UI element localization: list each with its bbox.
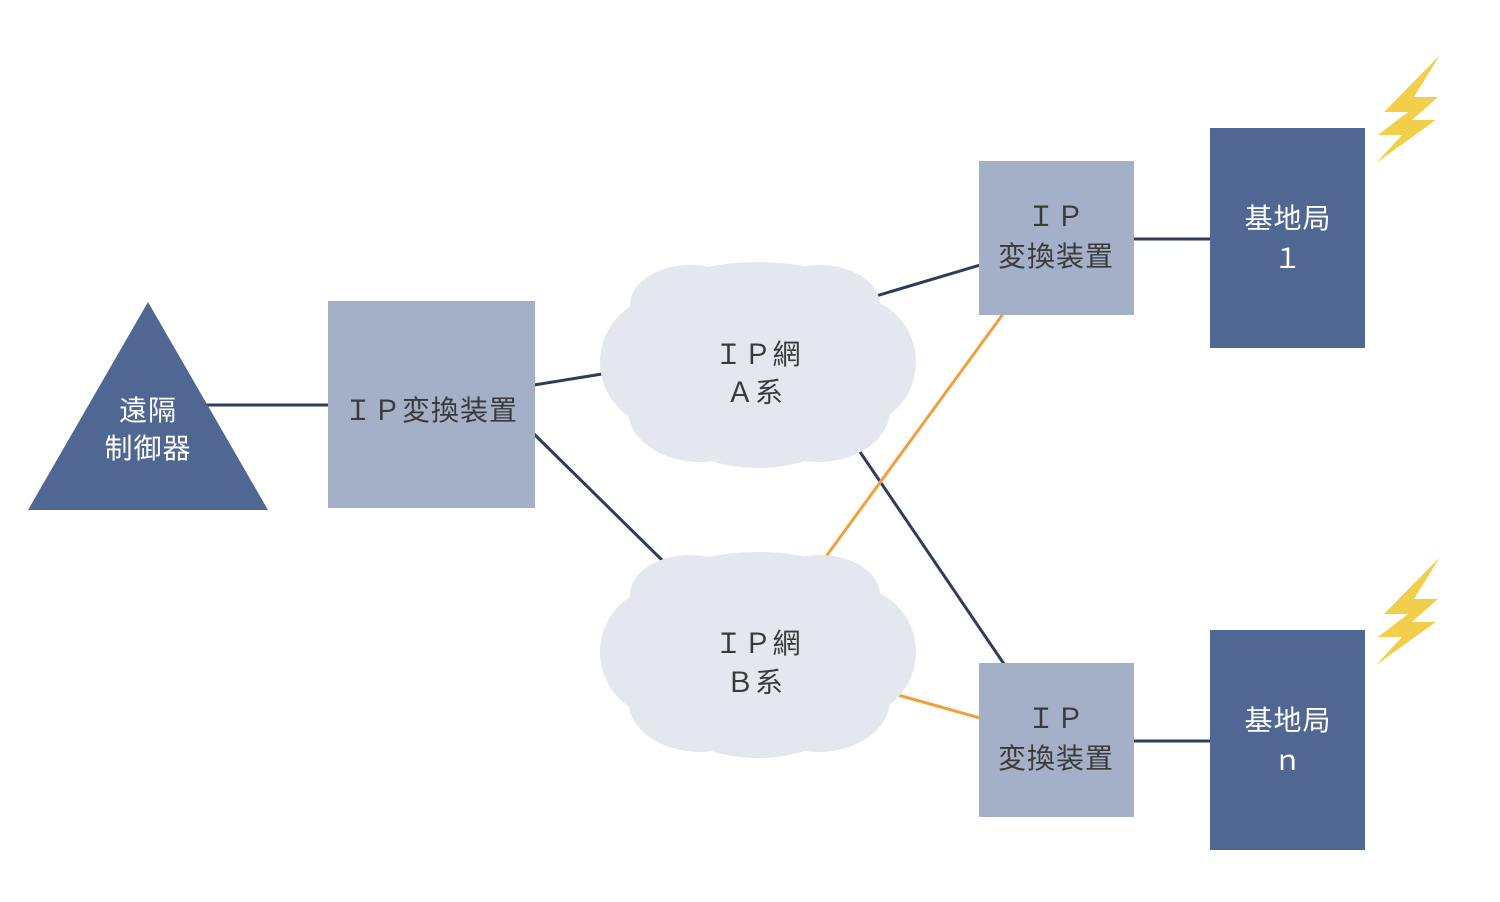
triangle-shape xyxy=(28,302,268,510)
base-station-n-label-line2: ｎ xyxy=(1273,744,1302,777)
link-converter-to-network-a xyxy=(533,372,603,387)
base-station-n-label-line1: 基地局 xyxy=(1244,704,1331,737)
link-network-b-to-converter-n xyxy=(897,693,981,720)
ip-converter-1-label-line2: 変換装置 xyxy=(998,240,1114,273)
base-station-1-box xyxy=(1210,128,1365,348)
ip-converter-n-label-line1: ＩＰ xyxy=(1027,702,1085,735)
ip-converter-main: ＩＰ変換装置 xyxy=(328,301,535,508)
base-station-n: 基地局 ｎ xyxy=(1210,630,1365,850)
ip-converter-1: ＩＰ 変換装置 xyxy=(979,161,1134,315)
link-network-b-to-converter-1 xyxy=(820,313,1005,563)
ip-converter-1-label-line1: ＩＰ xyxy=(1027,200,1085,233)
ip-network-a-label-line1: ＩＰ網 xyxy=(714,338,801,371)
link-converter-to-network-b xyxy=(532,432,670,568)
link-network-a-to-converter-1 xyxy=(875,263,981,298)
base-station-1-label-line1: 基地局 xyxy=(1244,202,1331,235)
link-network-a-to-converter-n xyxy=(856,448,1006,665)
remote-controller-label-line2: 制御器 xyxy=(104,432,191,465)
lightning-icon xyxy=(1376,557,1440,665)
connections xyxy=(205,237,1212,743)
ip-converter-main-box xyxy=(328,301,535,508)
ip-converter-n-box xyxy=(979,663,1134,817)
ip-network-a-cloud xyxy=(600,262,916,468)
remote-controller-label-line1: 遠隔 xyxy=(119,394,177,427)
ip-network-a-label-line2: Ａ系 xyxy=(726,376,784,409)
ip-network-b-label-line2: Ｂ系 xyxy=(726,666,784,699)
base-station-1-label-line2: １ xyxy=(1273,242,1302,275)
remote-controller: 遠隔 制御器 xyxy=(28,302,268,510)
ip-converter-n: ＩＰ 変換装置 xyxy=(979,663,1134,817)
lightning-icon xyxy=(1376,55,1440,163)
ip-network-b-cloud xyxy=(600,552,916,758)
ip-converter-n-label-line2: 変換装置 xyxy=(998,742,1114,775)
base-station-n-box xyxy=(1210,630,1365,850)
ip-converter-1-box xyxy=(979,161,1134,315)
base-station-1: 基地局 １ xyxy=(1210,128,1365,348)
ip-network-b-label-line1: ＩＰ網 xyxy=(714,627,801,660)
ip-converter-main-label: ＩＰ変換装置 xyxy=(344,394,518,427)
